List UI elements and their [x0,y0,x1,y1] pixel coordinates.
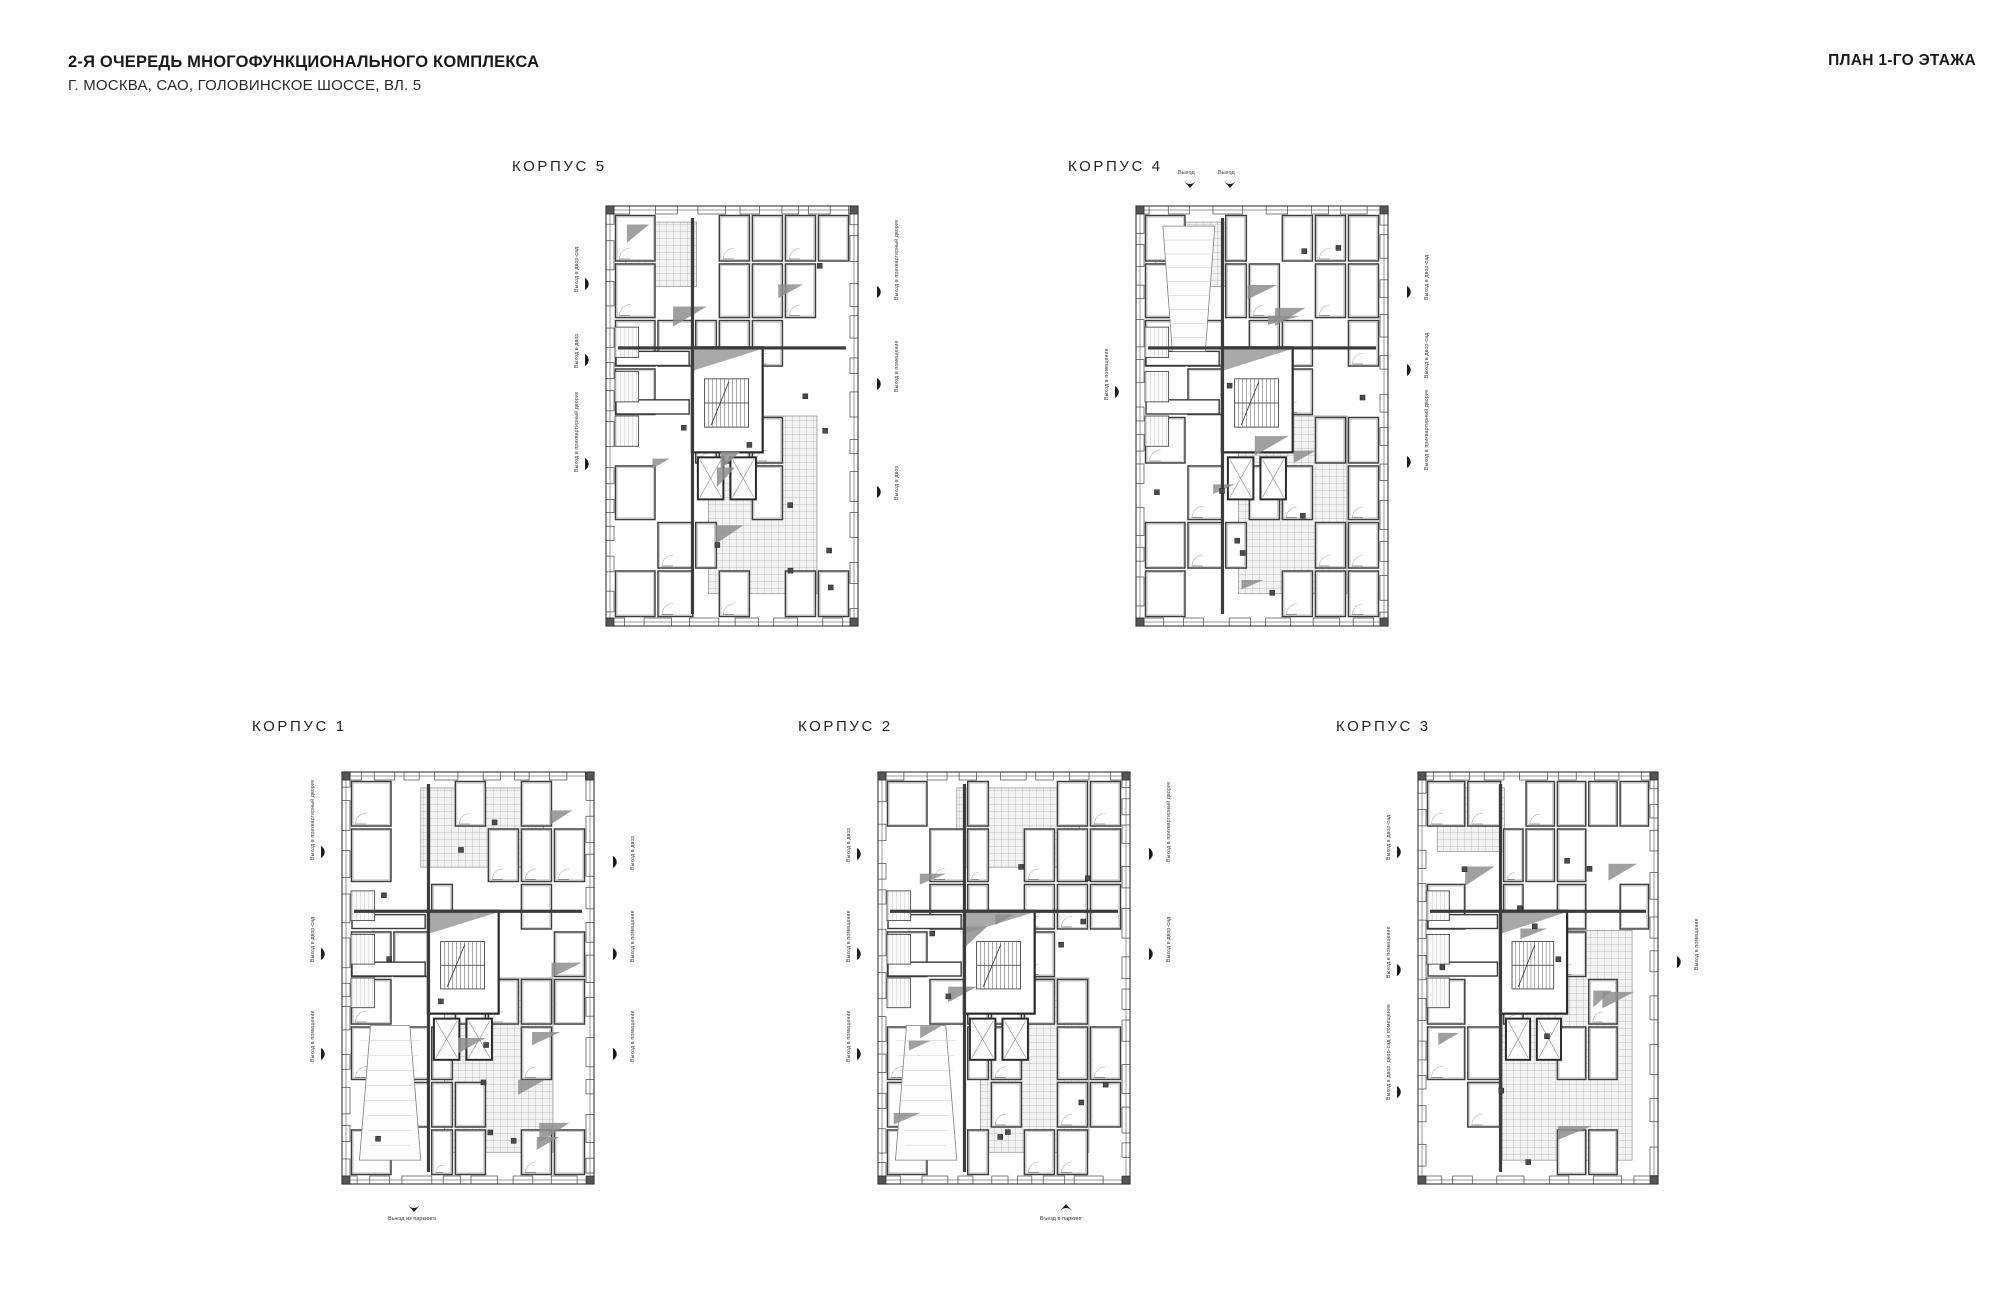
korpus-2-caption: КОРПУС 2 [798,718,893,735]
korpus-1-right-exit-arrow [608,946,624,967]
korpus-5-right-exit-arrow [872,376,888,397]
korpus-3-caption: КОРПУС 3 [1336,718,1431,735]
korpus-4-caption: КОРПУС 4 [1068,158,1163,175]
korpus-4-top-exit-arrow [1222,176,1238,197]
korpus-3-left-exit-arrow [1392,844,1408,865]
korpus-2-bottom-label: Въезд в паркинг [1040,1216,1082,1222]
korpus-4-frame [1126,196,1398,636]
korpus-2-left-exit-arrow [852,846,868,867]
korpus-4-left-exit-arrow [1110,384,1126,405]
exit-arrow-icon [408,1205,420,1212]
korpus-5-right-exit-arrow [872,284,888,305]
korpus-5-left-exit-arrow [580,456,596,477]
korpus-3-right-exit-label: Выход в помещение [1694,918,1700,970]
korpus-2-right-exit-arrow [1144,846,1160,867]
korpus-1-bottom-arrow [406,1200,422,1221]
floor-plan-drawing [341,771,595,1185]
korpus-4-top-exit-arrow [1182,176,1198,197]
exit-arrow-icon [320,948,325,960]
exit-arrow-icon [1114,386,1119,398]
korpus-1-caption: КОРПУС 1 [252,718,347,735]
korpus-1-frame [332,762,604,1194]
exit-arrow-icon [584,278,589,290]
exit-arrow-icon [584,458,589,470]
korpus-2-left-exit-arrow [852,1046,868,1067]
project-address: Г. МОСКВА, САО, ГОЛОВИНСКОЕ ШОССЕ, ВЛ. 5 [68,77,422,94]
exit-arrow-icon [1396,846,1401,858]
korpus-1-right-exit-arrow [608,854,624,875]
exit-arrow-icon [856,848,861,860]
korpus-3-left-exit-arrow [1392,1084,1408,1105]
korpus-1-left-exit-arrow [316,1046,332,1067]
exit-arrow-icon [320,846,325,858]
exit-arrow-icon [1396,964,1401,976]
exit-arrow-icon [1676,956,1681,968]
korpus-4-top-exit-label: Выход [1218,170,1235,176]
exit-arrow-icon [1148,948,1153,960]
exit-arrow-icon [320,1048,325,1060]
exit-arrow-icon [1184,181,1196,188]
exit-arrow-icon [876,378,881,390]
floor-plan-drawing [877,771,1131,1185]
korpus-5-right-exit-arrow [872,484,888,505]
korpus-2-left-exit-arrow [852,946,868,967]
korpus-2-right-exit-arrow [1144,946,1160,967]
korpus-5-left-exit-arrow [580,276,596,297]
korpus-4-right-exit-arrow [1402,454,1418,475]
korpus-2-frame [868,762,1140,1194]
exit-arrow-icon [612,948,617,960]
exit-arrow-icon [876,286,881,298]
korpus-2-bottom-arrow [1058,1200,1074,1221]
korpus-4-right-exit-arrow [1402,362,1418,383]
exit-arrow-icon [856,1048,861,1060]
exit-arrow-icon [1148,848,1153,860]
korpus-1-bottom-label: Выезд из паркинга [388,1216,437,1222]
korpus-5-caption: КОРПУС 5 [512,158,607,175]
korpus-5-left-exit-arrow [580,352,596,373]
korpus-3-left-exit-arrow [1392,962,1408,983]
exit-arrow-icon [1060,1204,1072,1211]
exit-arrow-icon [1396,1086,1401,1098]
korpus-4-top-exit-label: Выход [1178,170,1195,176]
floor-plan-drawing [1135,205,1389,627]
korpus-3-right-exit-arrow [1672,954,1688,975]
exit-arrow-icon [1406,456,1411,468]
korpus-1-right-exit-arrow [608,1046,624,1067]
floor-plan-drawing [1417,771,1659,1185]
exit-arrow-icon [584,354,589,366]
exit-arrow-icon [612,1048,617,1060]
sheet-title: ПЛАН 1-ГО ЭТАЖА [1828,52,1976,69]
exit-arrow-icon [1406,286,1411,298]
korpus-3-frame [1408,762,1668,1194]
exit-arrow-icon [856,948,861,960]
korpus-5-frame [596,196,868,636]
exit-arrow-icon [612,856,617,868]
floor-plan-drawing [605,205,859,627]
exit-arrow-icon [876,486,881,498]
title-block-left: 2-Я ОЧЕРЕДЬ МНОГОФУНКЦИОНАЛЬНОГО КОМПЛЕК… [68,52,539,96]
exit-arrow-icon [1406,364,1411,376]
korpus-1-left-exit-arrow [316,844,332,865]
exit-arrow-icon [1224,181,1236,188]
project-title: 2-Я ОЧЕРЕДЬ МНОГОФУНКЦИОНАЛЬНОГО КОМПЛЕК… [68,53,540,71]
korpus-1-left-exit-arrow [316,946,332,967]
korpus-4-right-exit-arrow [1402,284,1418,305]
